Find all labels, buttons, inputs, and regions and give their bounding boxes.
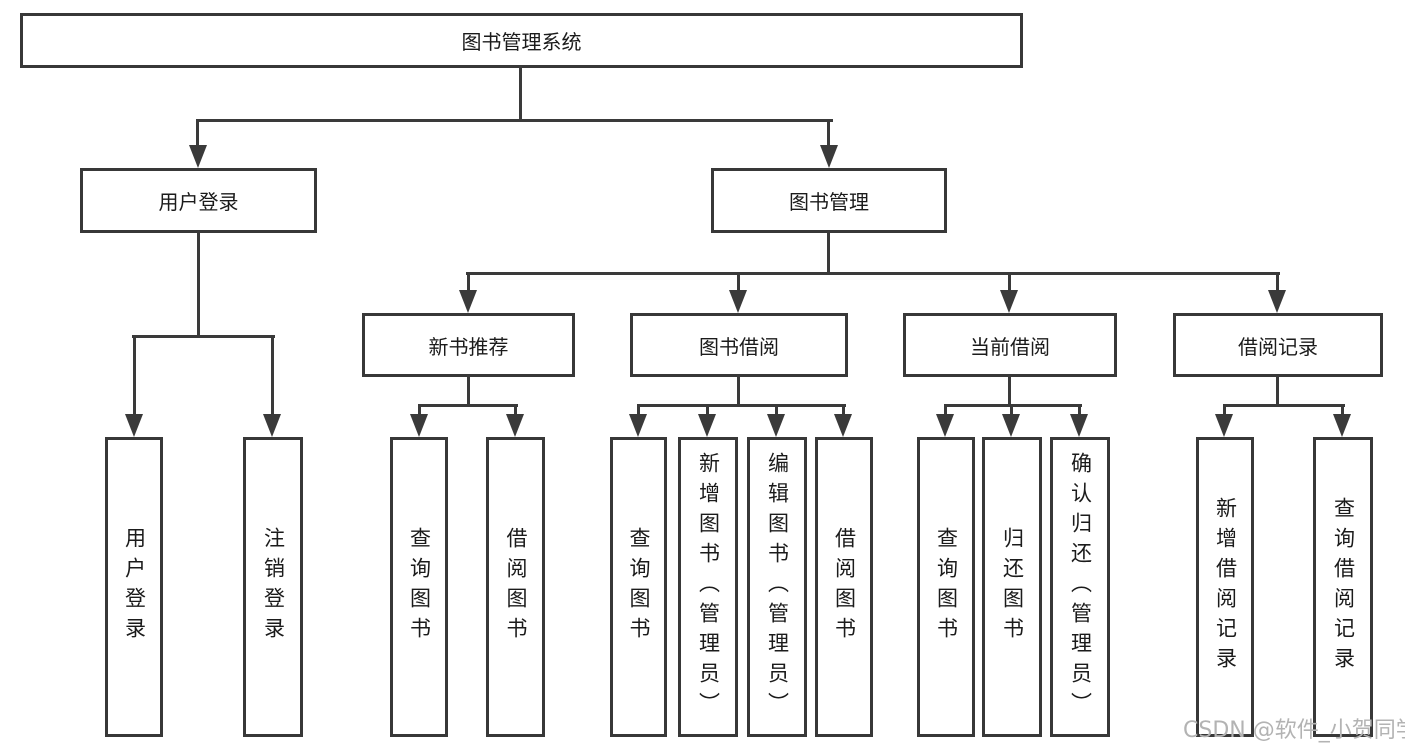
connector-line xyxy=(1276,375,1279,406)
node-label: 借阅记录 xyxy=(1238,334,1318,359)
connector-line xyxy=(1223,404,1345,407)
leaf-label: 编辑图书（管理员） xyxy=(765,452,790,722)
node-book-management: 图书管理 xyxy=(711,168,947,233)
node-book-borrowing: 图书借阅 xyxy=(630,313,848,377)
arrow-down-icon xyxy=(729,290,747,313)
leaf-add-borrow-record: 新增借阅记录 xyxy=(1196,437,1254,737)
arrow-down-icon xyxy=(1215,414,1233,437)
leaf-query-borrow-record: 查询借阅记录 xyxy=(1313,437,1373,737)
leaf-user-login: 用户登录 xyxy=(105,437,163,737)
connector-line xyxy=(1010,404,1013,418)
connector-line xyxy=(737,272,740,295)
connector-line xyxy=(271,335,274,419)
node-current-borrowing: 当前借阅 xyxy=(903,313,1117,377)
leaf-add-books-admin: 新增图书（管理员） xyxy=(678,437,738,737)
connector-line xyxy=(196,119,833,122)
arrow-down-icon xyxy=(459,290,477,313)
connector-line xyxy=(418,404,421,418)
leaf-label: 新增借阅记录 xyxy=(1213,497,1238,677)
leaf-query-books-current: 查询图书 xyxy=(917,437,975,737)
leaf-label: 用户登录 xyxy=(122,527,147,647)
leaf-label: 借阅图书 xyxy=(504,527,528,647)
node-borrowing-records: 借阅记录 xyxy=(1173,313,1383,377)
connector-line xyxy=(466,272,1280,275)
leaf-confirm-return-admin: 确认归还（管理员） xyxy=(1050,437,1110,737)
connector-line xyxy=(1008,272,1011,295)
connector-line xyxy=(637,404,640,418)
connector-line xyxy=(132,335,275,338)
node-label: 当前借阅 xyxy=(970,334,1050,359)
connector-line xyxy=(827,119,830,150)
arrow-down-icon xyxy=(834,414,852,437)
node-new-book-recommend: 新书推荐 xyxy=(362,313,575,377)
arrow-down-icon xyxy=(410,414,428,437)
arrow-down-icon xyxy=(189,145,207,168)
connector-line xyxy=(944,404,1082,407)
connector-line xyxy=(775,404,778,418)
leaf-logout: 注销登录 xyxy=(243,437,303,737)
arrow-down-icon xyxy=(1002,414,1020,437)
connector-line xyxy=(827,231,830,275)
arrow-down-icon xyxy=(1268,290,1286,313)
node-label: 图书管理系统 xyxy=(461,30,582,54)
leaf-label: 查询图书 xyxy=(934,527,959,647)
connector-line xyxy=(706,404,709,418)
leaf-label: 借阅图书 xyxy=(832,527,857,647)
arrow-down-icon xyxy=(1070,414,1088,437)
arrow-down-icon xyxy=(1333,414,1351,437)
leaf-label: 查询图书 xyxy=(627,527,651,647)
csdn-watermark: CSDN @软件_小贺同学 xyxy=(1183,718,1405,743)
connector-line xyxy=(1276,272,1279,295)
leaf-label: 新增图书（管理员） xyxy=(696,452,721,722)
leaf-label: 注销登录 xyxy=(261,527,286,647)
connector-line xyxy=(418,404,518,407)
node-library-management-system: 图书管理系统 xyxy=(20,13,1023,68)
connector-line xyxy=(944,404,947,418)
node-user-login: 用户登录 xyxy=(80,168,317,233)
node-label: 用户登录 xyxy=(158,190,239,214)
leaf-label: 确认归还（管理员） xyxy=(1068,452,1093,722)
node-label: 新书推荐 xyxy=(428,334,509,359)
connector-line xyxy=(467,272,470,295)
leaf-return-books: 归还图书 xyxy=(982,437,1042,737)
leaf-label: 查询图书 xyxy=(407,527,432,647)
arrow-down-icon xyxy=(263,414,281,437)
arrow-down-icon xyxy=(936,414,954,437)
connector-line xyxy=(1223,404,1226,418)
connector-line xyxy=(1008,375,1011,406)
arrow-down-icon xyxy=(1000,290,1018,313)
connector-line xyxy=(1341,404,1344,418)
node-label: 图书借阅 xyxy=(699,334,779,359)
connector-line xyxy=(1078,404,1081,418)
arrow-down-icon xyxy=(506,414,524,437)
leaf-label: 查询借阅记录 xyxy=(1331,497,1356,677)
arrow-down-icon xyxy=(125,414,143,437)
connector-line xyxy=(519,66,522,122)
arrow-down-icon xyxy=(767,414,785,437)
connector-line xyxy=(842,404,845,418)
arrow-down-icon xyxy=(820,145,838,168)
leaf-query-books-recommend: 查询图书 xyxy=(390,437,448,737)
arrow-down-icon xyxy=(698,414,716,437)
connector-line xyxy=(737,375,740,406)
connector-line xyxy=(196,119,199,150)
leaf-label: 归还图书 xyxy=(1000,527,1025,647)
leaf-borrow-books-recommend: 借阅图书 xyxy=(486,437,545,737)
arrow-down-icon xyxy=(629,414,647,437)
connector-line xyxy=(197,231,200,338)
leaf-edit-books-admin: 编辑图书（管理员） xyxy=(747,437,807,737)
node-label: 图书管理 xyxy=(789,190,869,214)
connector-line xyxy=(514,404,517,418)
connector-line xyxy=(467,375,470,406)
leaf-borrow-books-borrowing: 借阅图书 xyxy=(815,437,873,737)
connector-line xyxy=(133,335,136,419)
connector-line xyxy=(637,404,846,407)
leaf-query-books-borrowing: 查询图书 xyxy=(610,437,667,737)
